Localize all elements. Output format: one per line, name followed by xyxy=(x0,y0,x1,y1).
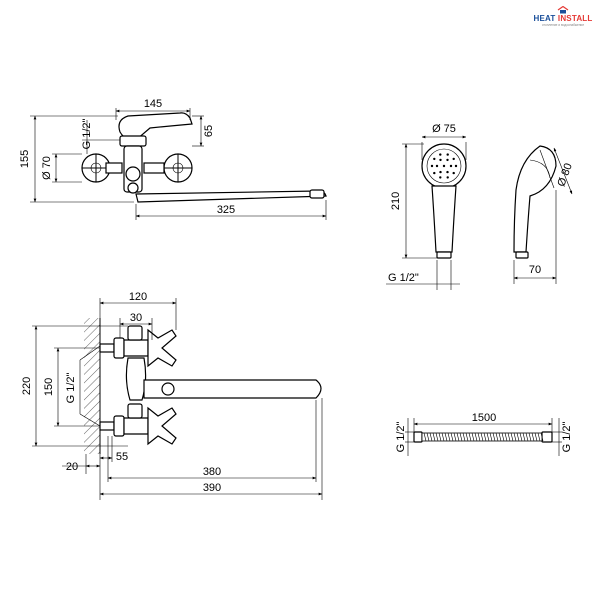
hose-ridge xyxy=(531,432,535,442)
hose-ridge xyxy=(441,432,445,442)
shower-nozzle xyxy=(452,157,455,161)
shower-nozzle xyxy=(454,164,458,168)
shower-nozzle xyxy=(442,164,446,168)
hose-ridge xyxy=(501,432,505,442)
front-top-height-label: 65 xyxy=(203,125,215,137)
side-wall-label: 20 xyxy=(66,461,78,473)
front-handle-diameter-label: Ø 70 xyxy=(41,156,53,180)
hose-ridge xyxy=(522,432,526,442)
hose-ridge xyxy=(495,432,499,442)
shower-nozzle xyxy=(433,157,436,161)
hose-ridge xyxy=(528,432,532,442)
hose-ridge xyxy=(426,432,430,442)
hose-ridge xyxy=(489,432,493,442)
front-view: 145 65 155 G 1/2" Ø 70 325 xyxy=(19,98,327,220)
hose-ridge xyxy=(519,432,523,442)
shower-nozzle xyxy=(435,164,439,168)
side-inlet-spacing-label: 150 xyxy=(43,378,55,396)
hose-ridge xyxy=(423,432,427,442)
shower-nozzle xyxy=(446,153,449,156)
hose-ridge xyxy=(459,432,463,442)
hose-ridge xyxy=(465,432,469,442)
hose-ridge xyxy=(498,432,502,442)
hose-ridge xyxy=(540,432,544,442)
shower-nozzle xyxy=(439,158,442,162)
shower-length-label: 210 xyxy=(390,192,402,210)
side-inlet-label: G 1/2" xyxy=(65,373,77,404)
hose-thread-left-label: G 1/2" xyxy=(395,422,407,453)
hose-ridge xyxy=(438,432,442,442)
shower-thread-label: G 1/2" xyxy=(388,272,419,284)
front-inlet-label: G 1/2" xyxy=(81,119,93,150)
hose-ridge xyxy=(456,432,460,442)
shower-nozzle xyxy=(446,158,449,162)
shower-side-width-label: 70 xyxy=(529,264,541,276)
hose-ridge xyxy=(483,432,487,442)
hose-ridge xyxy=(474,432,478,442)
hose-ridge xyxy=(516,432,520,442)
hose-length-label: 1500 xyxy=(472,412,496,424)
side-total-reach-label: 390 xyxy=(203,482,221,494)
hose-ridge xyxy=(444,432,448,442)
hose-ridge xyxy=(435,432,439,442)
hose-ridge xyxy=(492,432,496,442)
shower-nozzle xyxy=(452,171,455,175)
shower-nozzle xyxy=(439,176,442,179)
hose-ridge xyxy=(534,432,538,442)
brand-name: HEAT INSTALL xyxy=(533,14,593,23)
front-width-label: 145 xyxy=(144,98,162,110)
hose-ridge xyxy=(471,432,475,442)
hose-ridge xyxy=(537,432,541,442)
hose-ridge xyxy=(453,432,457,442)
house-icon xyxy=(557,6,569,14)
hose-ridge xyxy=(468,432,472,442)
side-depth-label: 120 xyxy=(129,291,147,303)
hose-ridge xyxy=(477,432,481,442)
brand-tagline: отопление и водоснабжение xyxy=(541,23,585,27)
side-offset-label: 55 xyxy=(116,451,128,463)
hose-ridge xyxy=(432,432,436,442)
shower-nozzle xyxy=(446,170,449,174)
hose-ridge xyxy=(525,432,529,442)
hose-ridge xyxy=(447,432,451,442)
shower-nozzle xyxy=(439,153,442,156)
shower-nozzle xyxy=(433,171,436,175)
side-height-label: 220 xyxy=(21,377,33,395)
hose-ridge xyxy=(504,432,508,442)
hose-ridge xyxy=(462,432,466,442)
shower-nozzle xyxy=(430,164,434,168)
hose-ridge xyxy=(480,432,484,442)
hose-ridge xyxy=(513,432,517,442)
hose-ridge xyxy=(486,432,490,442)
shower-nozzle xyxy=(439,170,442,174)
side-spout-reach-label: 380 xyxy=(203,466,221,478)
side-view: 120 30 220 150 G 1/2" 20 55 xyxy=(21,291,323,500)
hose-view: 1500 G 1/2" G 1/2" xyxy=(395,412,573,456)
front-spout-label: 325 xyxy=(217,204,235,216)
hose-ridge xyxy=(507,432,511,442)
shower-diameter-label: Ø 75 xyxy=(432,123,456,135)
shower-head-view: Ø 75 210 G 1/2" Ø 80 70 xyxy=(386,123,575,290)
side-center-label: 30 xyxy=(130,312,142,324)
hose-ridge xyxy=(510,432,514,442)
hose-thread-right-label: G 1/2" xyxy=(561,422,573,453)
shower-nozzle xyxy=(449,164,453,168)
hose-ridge xyxy=(450,432,454,442)
brand-logo: HEAT INSTALL отопление и водоснабжение xyxy=(532,6,594,32)
hose-ridge xyxy=(429,432,433,442)
shower-side-diameter-label: Ø 80 xyxy=(555,162,574,189)
front-total-height-label: 155 xyxy=(19,150,31,168)
shower-nozzle xyxy=(446,176,449,179)
